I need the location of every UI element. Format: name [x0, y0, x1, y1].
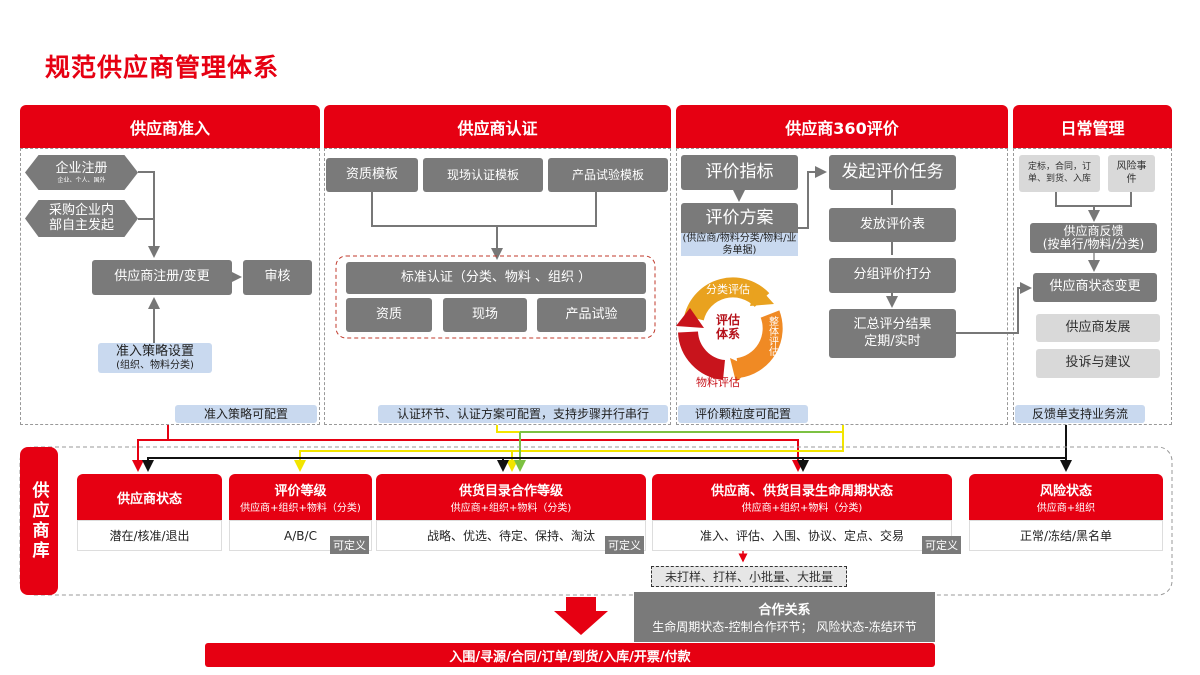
cert-qualification: 资质: [346, 298, 432, 332]
evaluation-footer: 评价颗粒度可配置: [678, 405, 808, 423]
certification-footer: 认证环节、认证方案可配置，支持步骤并行串行: [378, 405, 668, 423]
daily-source-business: 定标，合同，订单、到货、入库: [1019, 155, 1100, 192]
policy-label: 准入策略设置: [115, 344, 194, 360]
eval-plan-sub: (供应商/物料分类/物料/业务单据): [681, 232, 798, 256]
supplier-feedback: 供应商反馈(按单行/物料/分类): [1030, 223, 1157, 253]
business-flow: 入围/寻源/合同/订单/到货/入库/开票/付款: [205, 643, 935, 667]
template-onsite: 现场认证模板: [423, 158, 543, 192]
eval-score: 分组评价打分: [829, 258, 956, 293]
card-supplier-status: 供应商状态: [77, 474, 222, 520]
feedback-label: 供应商反馈: [1063, 223, 1124, 238]
evaluation-cycle-icon: 分类评估 整体评估 物料评估: [676, 277, 783, 389]
eval-summary-label: 汇总评分结果: [853, 317, 932, 333]
card-value: 正常/冻结/黑名单: [969, 520, 1163, 551]
card-catalog-grade: 供货目录合作等级供应商+组织+物料（分类): [376, 474, 646, 520]
register-change: 供应商注册/变更: [92, 260, 232, 295]
card-sub: 供应商+组织+物料（分类): [450, 503, 572, 514]
card-risk: 风险状态供应商+组织: [969, 474, 1163, 520]
custom-badge: 可定义: [922, 536, 961, 554]
card-lifecycle: 供应商、供货目录生命周期状态供应商+组织+物料（分类): [652, 474, 952, 520]
panel-admission: [20, 148, 320, 425]
card-value: 准入、评估、入围、协议、定点、交易: [652, 520, 952, 551]
audit: 审核: [243, 260, 312, 295]
card-title: 供应商状态: [116, 491, 182, 507]
eval-index: 评价指标: [681, 155, 798, 190]
daily-footer: 反馈单支持业务流: [1015, 405, 1145, 423]
card-sub: 供应商+组织+物料（分类): [741, 503, 863, 514]
card-title: 供货目录合作等级: [458, 484, 563, 499]
cycle-material: 物料评估: [696, 375, 740, 389]
panel-daily: [1013, 148, 1172, 425]
library-label: 供应商库: [20, 447, 58, 595]
complaint: 投诉与建议: [1036, 349, 1160, 378]
down-arrow-icon: [554, 597, 608, 635]
eval-summary: 汇总评分结果定期/实时: [829, 309, 956, 358]
status-change: 供应商状态变更: [1033, 273, 1157, 302]
card-title: 评价等级: [274, 484, 327, 499]
header-certification: 供应商认证: [324, 105, 671, 148]
cycle-center: 评估体系: [715, 313, 740, 342]
header-admission: 供应商准入: [20, 105, 320, 148]
custom-badge: 可定义: [330, 536, 369, 554]
daily-source-risk: 风险事件: [1108, 155, 1155, 192]
card-value: 战略、优选、待定、保持、淘汰: [376, 520, 646, 551]
eval-plan: 评价方案: [681, 203, 798, 235]
panel-certification: [324, 148, 671, 425]
admission-footer: 准入策略可配置: [175, 405, 317, 423]
card-sub: 供应商+组织+物料（分类): [240, 503, 361, 514]
enterprise-register-label: 企业注册: [55, 160, 108, 176]
cooperation-sub: 生命周期状态-控制合作环节； 风险状态-冻结环节: [652, 620, 917, 634]
card-eval-grade: 评价等级供应商+组织+物料（分类): [229, 474, 372, 520]
cooperation-title: 合作关系: [758, 603, 811, 618]
standard-certification: 标准认证（分类、物料 、组织 ）: [346, 262, 646, 294]
panel-evaluation: [676, 148, 1008, 425]
cooperation: 合作关系 生命周期状态-控制合作环节； 风险状态-冻结环节: [634, 592, 935, 642]
eval-summary-sub: 定期/实时: [864, 333, 921, 349]
feedback-sub: (按单行/物料/分类): [1042, 237, 1145, 251]
cert-product: 产品试验: [537, 298, 646, 332]
card-sub: 供应商+组织: [1036, 503, 1096, 514]
page-title: 规范供应商管理体系: [45, 53, 280, 82]
cycle-overall: 整体评估: [767, 315, 779, 357]
admission-policy: 准入策略设置(组织、物料分类): [98, 343, 212, 373]
sample-stages: 未打样、打样、小批量、大批量: [651, 566, 847, 587]
card-value: 潜在/核准/退出: [77, 520, 222, 551]
card-title: 风险状态: [1039, 484, 1092, 499]
cert-onsite: 现场: [443, 298, 527, 332]
enterprise-register-sub: 企业、个人、国外: [57, 176, 106, 184]
card-title: 供应商、供货目录生命周期状态: [710, 484, 893, 499]
header-daily: 日常管理: [1013, 105, 1172, 148]
supplier-develop: 供应商发展: [1036, 314, 1160, 342]
eval-start: 发起评价任务: [829, 155, 956, 190]
template-qualification: 资质模板: [326, 158, 418, 192]
policy-sub: (组织、物料分类): [116, 359, 194, 371]
cycle-category: 分类评估: [706, 282, 750, 296]
enterprise-register: 企业注册企业、个人、国外: [25, 155, 138, 190]
internal-initiate: 采购企业内部自主发起: [25, 200, 138, 237]
eval-distribute: 发放评价表: [829, 208, 956, 242]
custom-badge: 可定义: [605, 536, 644, 554]
header-evaluation: 供应商360评价: [676, 105, 1008, 148]
template-product: 产品试验模板: [548, 158, 668, 192]
